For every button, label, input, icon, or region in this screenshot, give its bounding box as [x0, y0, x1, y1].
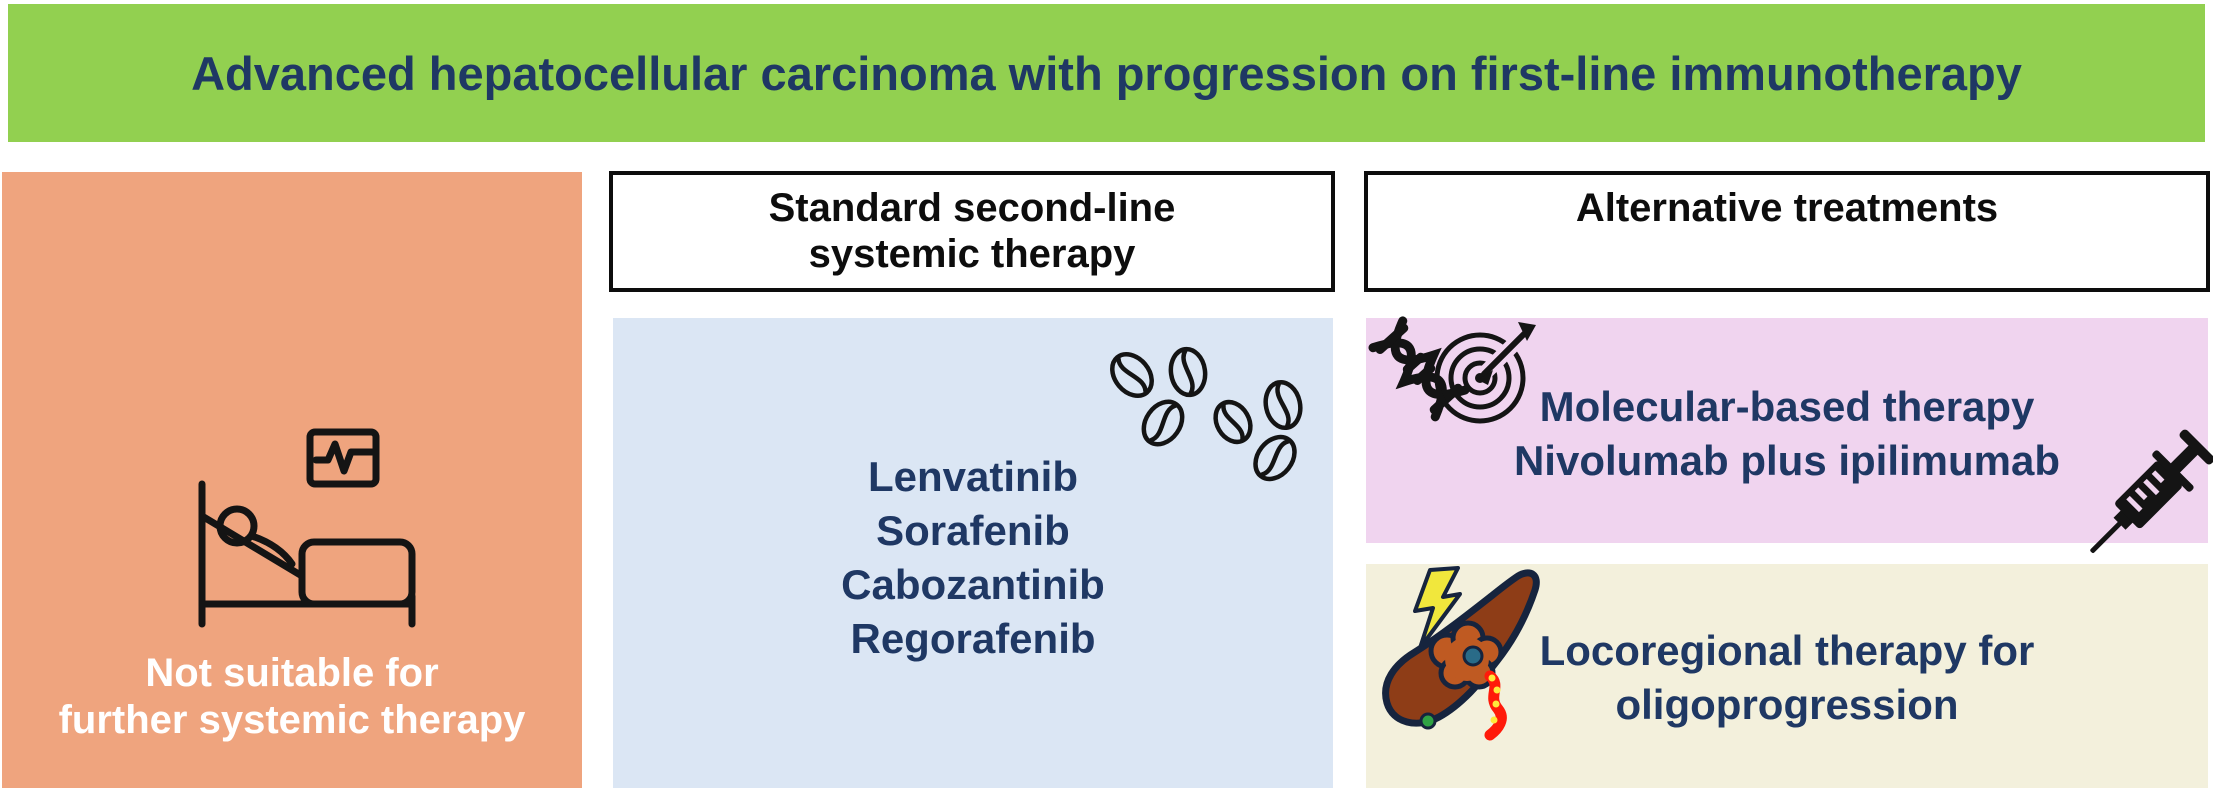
locoregional-text: Locoregional therapy for oligoprogressio… [1366, 624, 2208, 732]
locoregional-line-2: oligoprogression [1615, 681, 1959, 728]
second-line-header-box: Standard second-line systemic therapy [609, 171, 1335, 292]
alternative-header-label: Alternative treatments [1575, 186, 1999, 230]
target-arrow-icon [1432, 322, 1538, 430]
molecular-line-1: Molecular-based therapy [1539, 383, 2035, 430]
drug-regorafenib: Regorafenib [850, 615, 1096, 662]
drug-lenvatinib: Lenvatinib [867, 453, 1079, 500]
alternative-header-box: Alternative treatments [1364, 171, 2210, 292]
bsc-eligibility-text: Not suitable for further systemic therap… [2, 650, 582, 744]
drug-sorafenib: Sorafenib [876, 507, 1070, 554]
bsc-line-1: Not suitable for [145, 651, 439, 695]
second-line-panel: Lenvatinib Sorafenib Cabozantinib Regora… [613, 318, 1333, 788]
dna-icon [1368, 314, 1470, 426]
bsc-line-2: further systemic therapy [58, 698, 526, 742]
best-supportive-care-panel: Not suitable for further systemic therap… [2, 172, 582, 788]
locoregional-line-1: Locoregional therapy for [1539, 627, 2035, 674]
molecular-text: Molecular-based therapy Nivolumab plus i… [1366, 380, 2208, 488]
pills-icon [1100, 335, 1310, 495]
locoregional-panel: Locoregional therapy for oligoprogressio… [1366, 564, 2208, 788]
second-line-header-line-2: systemic therapy [808, 232, 1136, 276]
molecular-line-2: Nivolumab plus ipilimumab [1513, 437, 2061, 484]
second-line-header-line-1: Standard second-line [768, 186, 1176, 230]
liver-ablation-icon [1370, 564, 1570, 759]
second-line-drug-list: Lenvatinib Sorafenib Cabozantinib Regora… [613, 450, 1333, 666]
syringe-icon [2088, 429, 2213, 556]
title-banner: Advanced hepatocellular carcinoma with p… [8, 4, 2205, 142]
patient-bed-monitor-icon [190, 424, 425, 629]
molecular-panel: Molecular-based therapy Nivolumab plus i… [1366, 316, 2213, 553]
drug-cabozantinib: Cabozantinib [841, 561, 1105, 608]
page-title: Advanced hepatocellular carcinoma with p… [191, 46, 2022, 100]
